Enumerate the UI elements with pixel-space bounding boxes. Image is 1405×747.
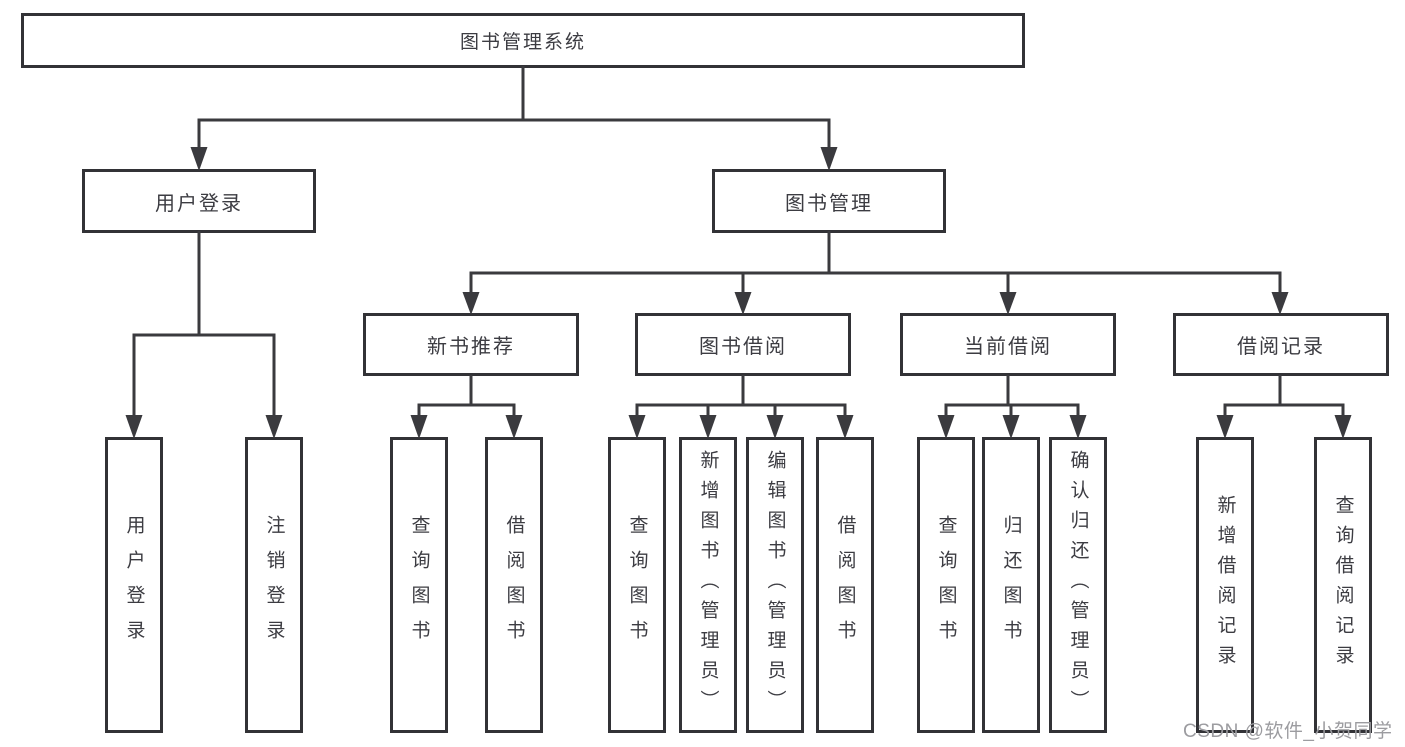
node-leaf-borrow-book-2: 借阅图书	[816, 437, 874, 733]
node-label: 确认归还（管理员）	[1067, 450, 1089, 720]
node-label: 借阅记录	[1237, 336, 1325, 358]
node-label: 新增借阅记录	[1214, 495, 1236, 675]
node-label: 查询借阅记录	[1332, 495, 1354, 675]
node-root: 图书管理系统	[21, 13, 1025, 68]
node-label: 查询图书	[408, 515, 430, 655]
node-label: 编辑图书（管理员）	[764, 450, 786, 720]
node-label: 图书借阅	[699, 336, 787, 358]
node-borrow-record: 借阅记录	[1173, 313, 1389, 376]
node-label: 用户登录	[123, 515, 145, 655]
node-label: 查询图书	[626, 515, 648, 655]
node-leaf-edit-book-admin: 编辑图书（管理员）	[746, 437, 804, 733]
node-leaf-query-book-2: 查询图书	[608, 437, 666, 733]
node-label: 新增图书（管理员）	[697, 450, 719, 720]
node-label: 归还图书	[1000, 515, 1022, 655]
node-label: 借阅图书	[834, 515, 856, 655]
node-leaf-logout: 注销登录	[245, 437, 303, 733]
node-label: 借阅图书	[503, 515, 525, 655]
node-label: 注销登录	[263, 515, 285, 655]
node-label: 查询图书	[935, 515, 957, 655]
node-book-borrow: 图书借阅	[635, 313, 851, 376]
node-root-label: 图书管理系统	[459, 32, 586, 53]
node-leaf-query-borrow-record: 查询借阅记录	[1314, 437, 1372, 733]
node-current-borrow: 当前借阅	[900, 313, 1116, 376]
node-user-login-label: 用户登录	[155, 192, 243, 215]
node-leaf-user-login: 用户登录	[105, 437, 163, 733]
node-leaf-add-borrow-record: 新增借阅记录	[1196, 437, 1254, 733]
node-leaf-query-book-1: 查询图书	[390, 437, 448, 733]
node-leaf-borrow-book-1: 借阅图书	[485, 437, 543, 733]
node-user-login: 用户登录	[82, 169, 316, 233]
node-book-mgmt: 图书管理	[712, 169, 946, 233]
node-book-mgmt-label: 图书管理	[785, 192, 873, 215]
node-label: 当前借阅	[964, 336, 1052, 358]
csdn-watermark: CSDN @软件_小贺同学	[1183, 721, 1393, 742]
node-leaf-query-book-3: 查询图书	[917, 437, 975, 733]
node-label: 新书推荐	[427, 336, 515, 358]
node-leaf-return-book: 归还图书	[982, 437, 1040, 733]
node-new-book-recommend: 新书推荐	[363, 313, 579, 376]
node-leaf-add-book-admin: 新增图书（管理员）	[679, 437, 737, 733]
node-leaf-confirm-return-admin: 确认归还（管理员）	[1049, 437, 1107, 733]
